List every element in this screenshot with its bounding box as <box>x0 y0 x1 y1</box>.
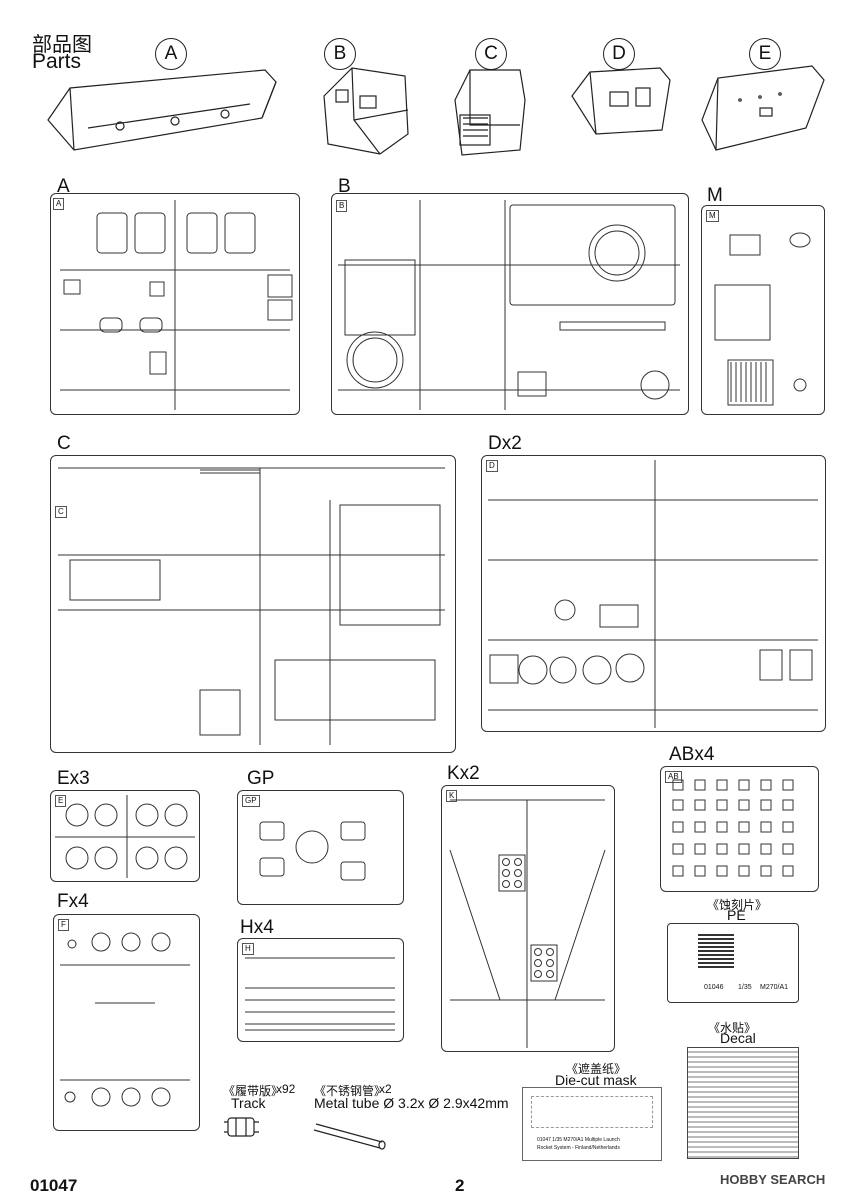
sprue-label-k: Kx2 <box>447 763 480 784</box>
decal-sheet <box>687 1047 799 1159</box>
sprue-label-ab: ABx4 <box>669 744 715 765</box>
decal-label-en: Decal <box>720 1030 756 1046</box>
pe-code: 01046 <box>704 984 724 991</box>
track-label-cn: 《履带版》 <box>223 1084 284 1098</box>
product-code: 01047 <box>30 1176 78 1195</box>
sprue-frame-gp: GP <box>237 790 404 905</box>
sprue-tag-c: C <box>55 506 67 518</box>
sprue-label-b: B <box>338 176 351 197</box>
title-chinese: 部品图 <box>32 32 92 56</box>
mask-sheet: 01047 1/35 M270/A1 Multiple Launch Rocke… <box>522 1087 662 1161</box>
sprue-tag-b: B <box>336 200 348 212</box>
mask-label-en: Die-cut mask <box>555 1072 637 1088</box>
assembly-label-d: D <box>603 38 635 70</box>
sprue-label-gp: GP <box>247 768 275 789</box>
sprue-tag-e: E <box>55 795 67 807</box>
track-count: x92 <box>276 1082 296 1096</box>
mask-text-1: 01047 1/35 M270/A1 Multiple Launch <box>537 1137 620 1143</box>
assembly-label-e: E <box>749 38 781 70</box>
sprue-tag-gp: GP <box>242 795 260 807</box>
pe-label-cn: 《蚀刻片》 <box>707 898 768 912</box>
mask-cutouts <box>531 1096 653 1128</box>
assembly-label-b: B <box>324 38 356 70</box>
pe-mesh <box>698 932 734 968</box>
sprue-frame-h: H <box>237 938 404 1042</box>
sprue-label-d: Dx2 <box>488 433 522 454</box>
pe-scale: 1/35 <box>738 984 752 991</box>
sprue-tag-d: D <box>486 460 498 472</box>
sprue-label-a: A <box>57 176 70 197</box>
assembly-label-a: A <box>155 38 187 70</box>
sprue-frame-m: M <box>701 205 825 415</box>
watermark: HOBBY SEARCH <box>720 1172 826 1187</box>
sprue-tag-m: M <box>706 210 719 222</box>
sprue-frame-k: K <box>441 785 615 1052</box>
pe-model: M270/A1 <box>760 984 789 991</box>
metal-tube-label-cn: 《不锈钢管》 <box>314 1084 387 1098</box>
sprue-label-h: Hx4 <box>240 917 274 938</box>
decal-label-cn: 《水贴》 <box>708 1021 757 1035</box>
mask-text-2: Rocket System - Finland/Netherlands <box>537 1145 620 1151</box>
title-english: Parts <box>32 50 82 73</box>
track-label-en: Track <box>231 1095 266 1111</box>
sprue-frame-d: D <box>481 455 826 732</box>
sprue-tag-h: H <box>242 943 254 955</box>
sprue-label-f: Fx4 <box>57 891 89 912</box>
sprue-frame-e: E <box>50 790 200 882</box>
pe-fret: 01046 1/35 M270/A1 <box>667 923 799 1003</box>
pe-label-en: PE <box>727 907 746 923</box>
sprue-tag-k: K <box>446 790 458 802</box>
sprue-tag-a: A <box>53 198 65 210</box>
sprue-label-m: M <box>707 185 723 206</box>
assembly-drawings <box>47 65 825 156</box>
mask-label-cn: 《遮盖纸》 <box>566 1062 627 1076</box>
sprue-tag-f: F <box>58 919 69 931</box>
sprue-label-c: C <box>57 433 71 454</box>
sprue-label-e: Ex3 <box>57 768 90 789</box>
page-number: 2 <box>455 1176 465 1195</box>
metal-tube-count: x2 <box>379 1082 392 1096</box>
metal-tube-label-en: Metal tube Ø 3.2x Ø 2.9x42mm <box>314 1095 509 1111</box>
track-link-icon <box>224 1117 259 1137</box>
metal-tube-icon <box>313 1123 386 1150</box>
